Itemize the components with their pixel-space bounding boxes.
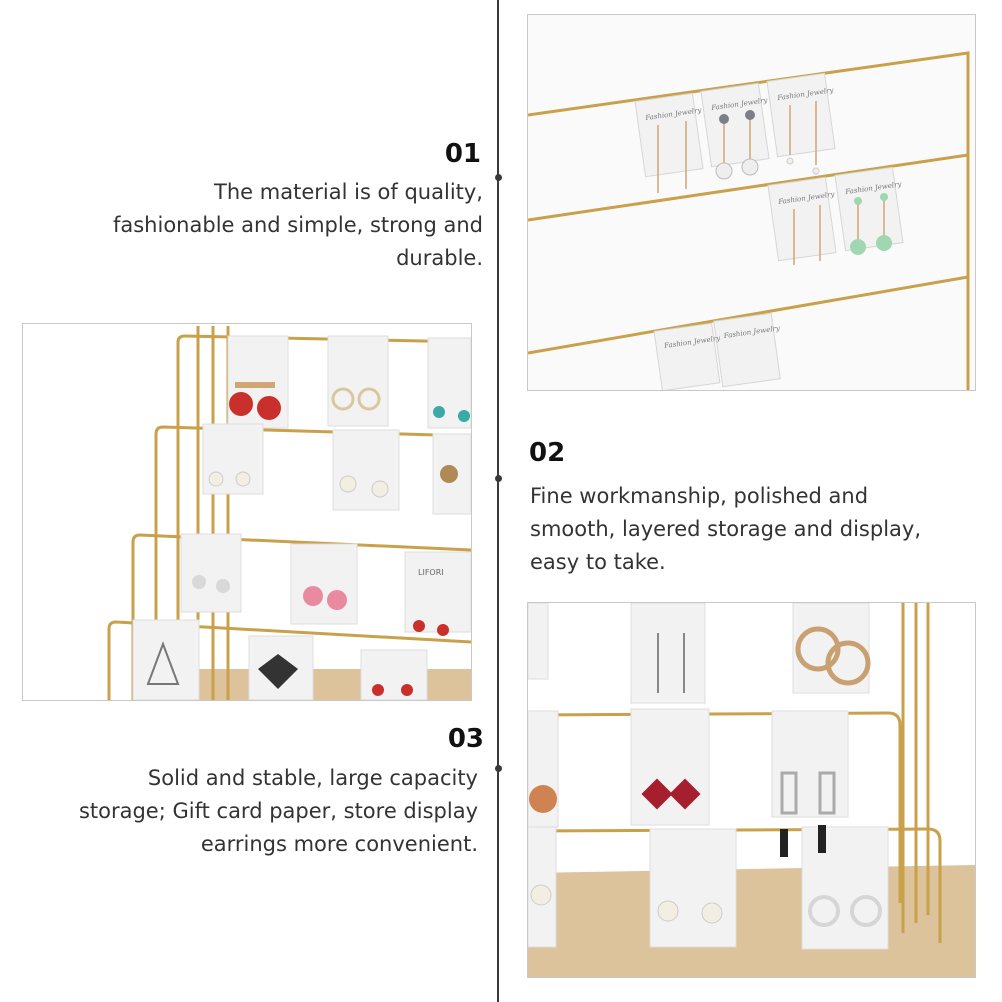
feature-02-number: 02 [529,438,566,468]
feature-01-number: 01 [444,139,481,169]
feature-01-line-2: fashionable and simple, strong and [112,213,483,237]
feature-03-line-1: Solid and stable, large capacity [147,766,478,790]
divider-dot-2 [495,475,502,482]
divider-dot-1 [495,174,502,181]
feature-02-line-2: smooth, layered storage and display, [530,517,922,541]
feature-03-number: 03 [447,724,484,754]
feature-03-line-3: earrings more convenient. [200,832,478,856]
feature-01-line-1: The material is of quality, [214,180,483,204]
center-divider-line [497,0,499,1002]
feature-01-description: The material is of quality, fashionable … [113,176,483,275]
feature-02-line-1: Fine workmanship, polished and [530,484,869,508]
product-photo-tiered-rack: LIFORI [22,323,472,701]
product-photo-rack-base [527,602,976,978]
feature-02-line-3: easy to take. [530,550,666,574]
feature-01-line-3: durable. [396,246,483,270]
feature-03-description: Solid and stable, large capacity storage… [79,762,478,861]
divider-dot-3 [495,765,502,772]
product-photo-rack-closeup: Fashion Jewelry Fashion Jewelry Fashion … [527,14,976,391]
feature-02-description: Fine workmanship, polished and smooth, l… [530,480,921,579]
feature-03-line-2: storage; Gift card paper, store display [78,799,478,823]
brand-label: LIFORI [418,568,444,577]
